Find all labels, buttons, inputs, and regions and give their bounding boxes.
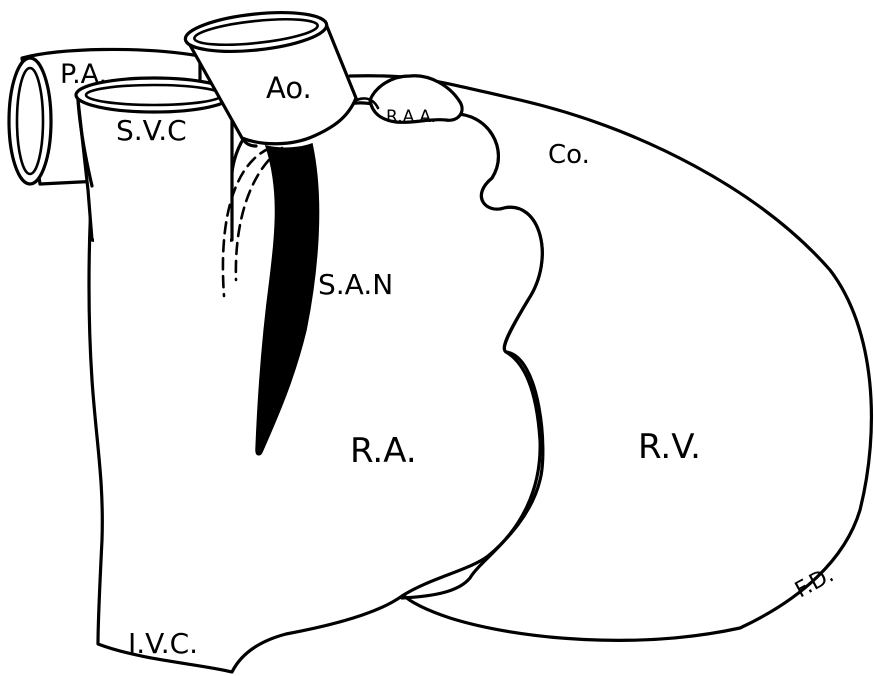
label-superior-vena-cava: S.V.C: [116, 114, 187, 147]
label-sinoatrial-node: S.A.N: [318, 268, 393, 301]
label-aorta: Ao.: [266, 71, 312, 105]
label-coronary: Co.: [548, 140, 590, 170]
label-inferior-vena-cava: I.V.C.: [128, 627, 198, 660]
label-pulmonary-artery: P.A.: [60, 59, 107, 90]
pulmonary-artery-lumen: [17, 68, 43, 174]
label-right-atrial-appendage: R.A.A.: [386, 107, 436, 127]
label-right-ventricle: R.V.: [638, 427, 701, 467]
label-right-atrium: R.A.: [350, 431, 417, 471]
